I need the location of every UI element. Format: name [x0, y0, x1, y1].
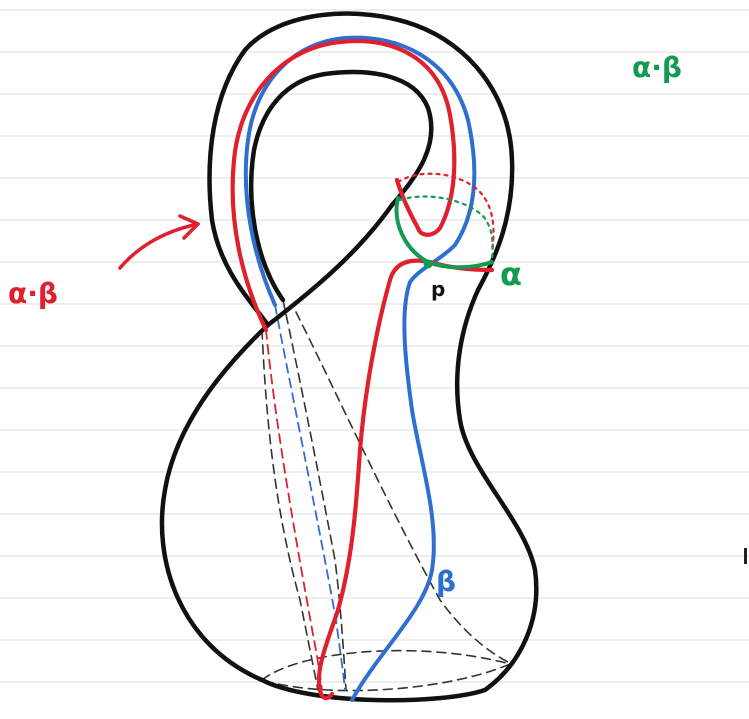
hidden-edge-middle — [282, 299, 347, 691]
hidden-edge-left — [261, 329, 319, 691]
klein-bottle-outline — [159, 11, 539, 703]
blue-path-hidden — [274, 304, 346, 691]
arrow-head — [178, 214, 200, 240]
red-path-hidden — [265, 329, 323, 691]
hidden-edge-right — [295, 311, 509, 663]
label-beta: β — [436, 565, 457, 598]
red-curve-alpha-beta — [230, 39, 457, 333]
red-curve-front-strand — [316, 258, 495, 701]
hidden-base-ellipse — [261, 649, 511, 692]
arrow-shaft — [118, 222, 200, 270]
base-point-dot — [423, 259, 433, 269]
hidden-edges — [261, 299, 511, 692]
blue-curve-beta — [243, 35, 477, 702]
outer-surface-outline — [159, 11, 539, 703]
green-curve-alpha — [394, 196, 494, 270]
label-base-point: p — [431, 277, 446, 301]
label-alpha: α — [500, 255, 522, 293]
edge-tick-mark — [744, 548, 747, 564]
inner-handle-outline — [248, 69, 434, 328]
label-alpha-beta-left: α·β — [8, 277, 58, 310]
green-dotted-back-arc — [398, 195, 494, 262]
arrow-icon — [118, 214, 200, 270]
label-alpha-beta-top-right: α·β — [632, 51, 682, 84]
red-dotted-back-arc — [396, 172, 495, 252]
rule-line-group — [0, 9, 749, 683]
